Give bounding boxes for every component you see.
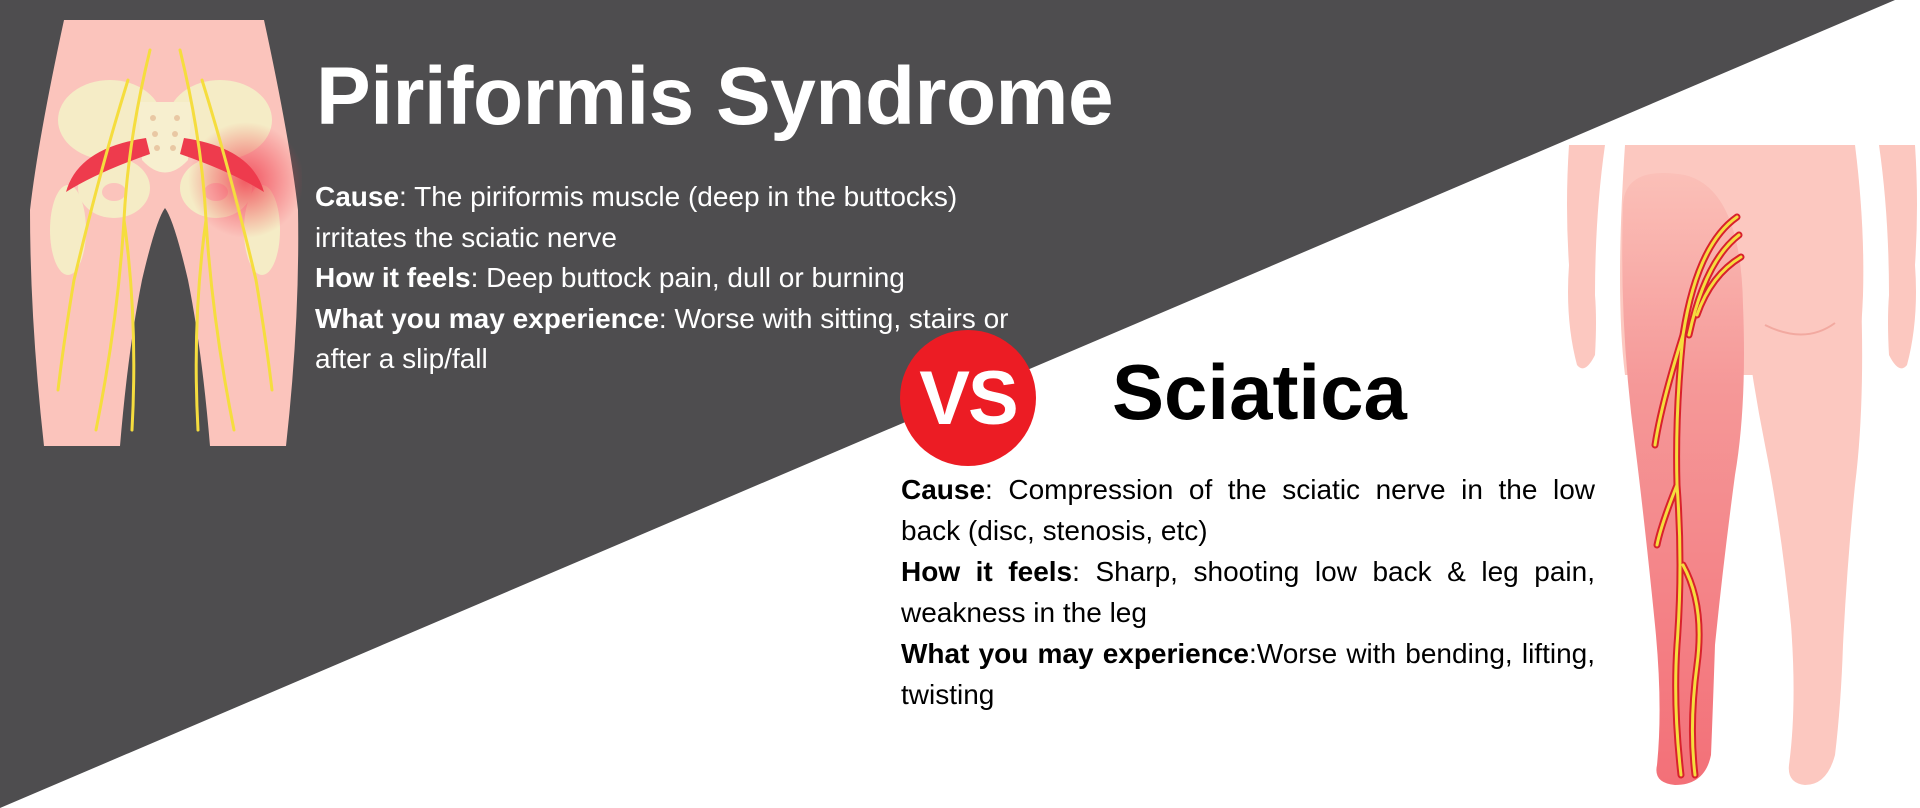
piriformis-title: Piriformis Syndrome: [316, 51, 1114, 142]
cause-row: Cause: The piriformis muscle (deep in th…: [315, 177, 1015, 258]
sciatica-title: Sciatica: [1112, 348, 1407, 436]
separator: :: [1249, 638, 1257, 669]
pelvis-hips-illustration: [30, 20, 302, 446]
separator: :: [985, 474, 1009, 505]
separator: :: [658, 302, 675, 334]
separator: :: [1072, 556, 1096, 587]
experience-label: What you may experience: [901, 638, 1250, 669]
leg-sciatic-nerve-illustration: [1567, 145, 1917, 785]
feels-text: Sharp, shooting low back & leg pain, wea…: [901, 556, 1595, 628]
cause-row: Cause: Compression of the sciatic nerve …: [901, 469, 1595, 551]
cause-text: The piriformis muscle (deep in the butto…: [315, 181, 958, 253]
vs-label: VS: [919, 355, 1018, 441]
sciatica-description: Cause: Compression of the sciatic nerve …: [901, 469, 1595, 715]
cause-label: Cause: [901, 474, 986, 505]
experience-text: Worse with bending, lifting, twisting: [901, 638, 1595, 710]
experience-row: What you may experience: Worse with sitt…: [315, 299, 1015, 380]
feels-row: How it feels: Sharp, shooting low back &…: [901, 551, 1595, 633]
feels-label: How it feels: [315, 262, 471, 293]
piriformis-description: Cause: The piriformis muscle (deep in th…: [315, 177, 1015, 380]
experience-label: What you may experience: [315, 302, 659, 334]
experience-text: Worse with sitting, stairs or after a sl…: [315, 302, 1009, 375]
vs-badge: VS: [900, 330, 1036, 466]
separator: :: [399, 181, 415, 212]
experience-row: What you may experience:Worse with bendi…: [901, 633, 1595, 715]
separator: :: [470, 262, 487, 293]
cause-label: Cause: [315, 181, 400, 212]
feels-text: Deep buttock pain, dull or burning: [486, 262, 905, 293]
feels-label: How it feels: [901, 556, 1073, 587]
feels-row: How it feels: Deep buttock pain, dull or…: [315, 258, 1015, 299]
cause-text: Compression of the sciatic nerve in the …: [901, 474, 1595, 546]
